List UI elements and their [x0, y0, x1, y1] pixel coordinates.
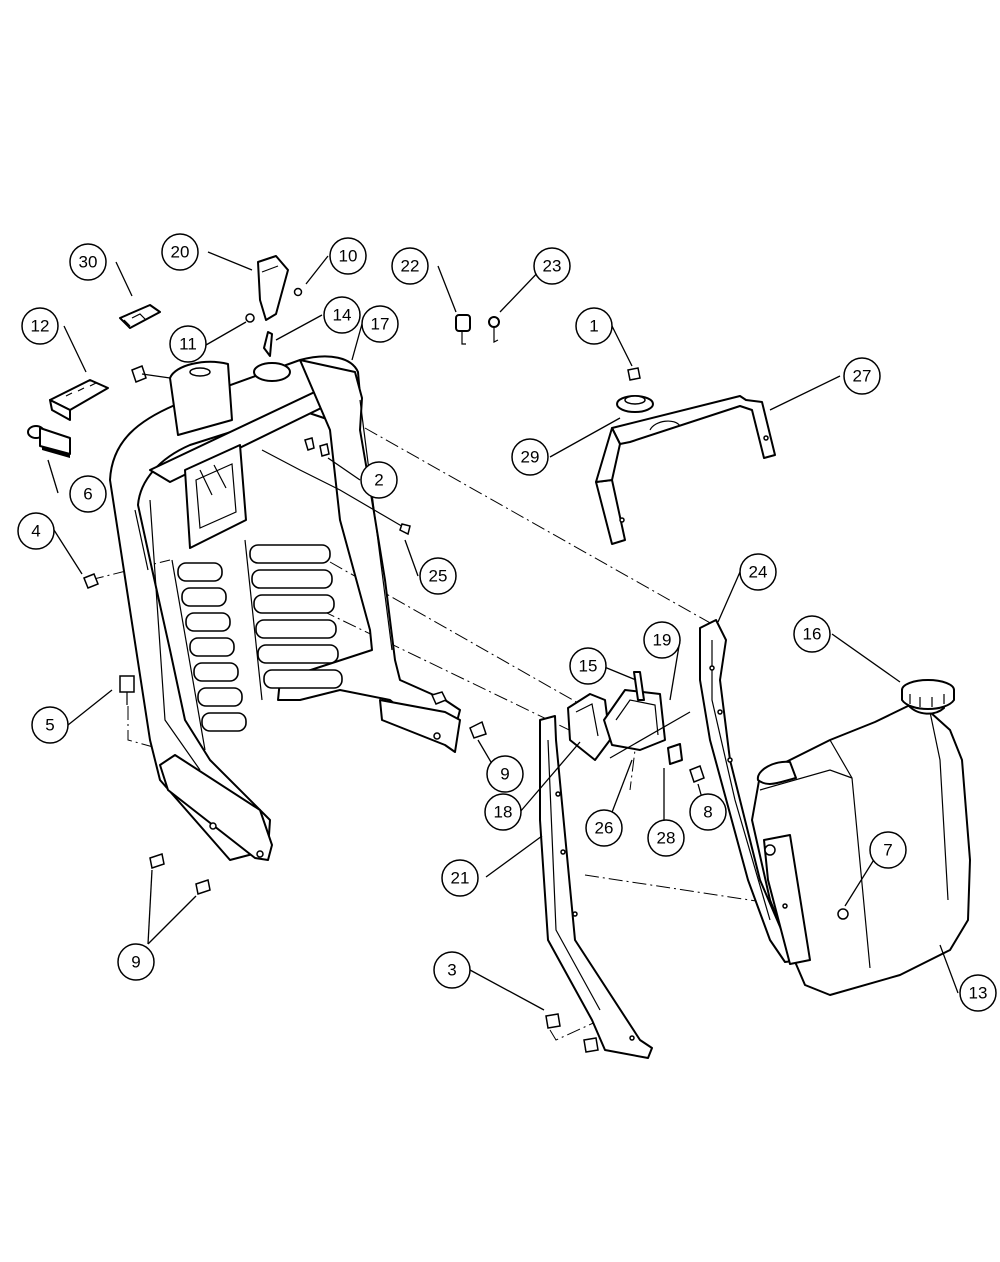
svg-text:26: 26	[595, 819, 614, 838]
callout-balloon: 27	[843, 357, 881, 395]
svg-text:9: 9	[131, 953, 140, 972]
svg-text:25: 25	[429, 567, 448, 586]
svg-text:22: 22	[401, 257, 420, 276]
callout-balloon: 9	[486, 755, 524, 793]
bolt-4	[83, 573, 99, 589]
svg-text:12: 12	[31, 317, 50, 336]
left-grille	[177, 562, 247, 732]
callout-balloon: 21	[441, 859, 479, 897]
svg-text:1: 1	[589, 317, 598, 336]
callout-balloon: 30	[69, 243, 107, 281]
key-22	[455, 314, 471, 345]
drain-7	[837, 908, 849, 920]
callout-balloon: 8	[689, 793, 727, 831]
pin-15	[633, 671, 645, 701]
callout-balloon: 2	[360, 461, 398, 499]
svg-text:4: 4	[31, 522, 40, 541]
callout-balloon: 28	[647, 819, 685, 857]
svg-text:16: 16	[803, 625, 822, 644]
svg-text:28: 28	[657, 829, 676, 848]
bolts-2	[304, 437, 330, 457]
fuel-tank-13	[751, 685, 971, 996]
rod-26	[609, 711, 691, 759]
bolt-8	[689, 765, 705, 783]
callout-balloon: 9	[117, 943, 155, 981]
callout-balloon: 4	[17, 512, 55, 550]
rail-21	[539, 715, 653, 1059]
cable-25	[261, 449, 411, 536]
svg-text:9: 9	[500, 765, 509, 784]
rod-14	[263, 331, 273, 357]
bracket-27	[595, 395, 776, 545]
callout-balloon: 10	[329, 237, 367, 275]
svg-text:20: 20	[171, 243, 190, 262]
callout-balloon: 23	[533, 247, 571, 285]
callout-balloon: 3	[433, 951, 471, 989]
callout-balloon: 24	[739, 553, 777, 591]
switch-12	[49, 379, 109, 421]
bracket-19	[603, 689, 666, 751]
callout-balloon: 29	[511, 438, 549, 476]
callout-balloon: 7	[869, 831, 907, 869]
bracket-18	[567, 693, 611, 761]
svg-text:21: 21	[451, 869, 470, 888]
svg-text:11: 11	[179, 335, 197, 354]
callout-balloon: 11	[169, 325, 207, 363]
svg-text:17: 17	[371, 315, 390, 334]
svg-text:3: 3	[447, 961, 456, 980]
svg-text:30: 30	[79, 253, 98, 272]
right-grille	[249, 544, 343, 689]
svg-text:6: 6	[83, 485, 92, 504]
callout-balloon: 6	[69, 475, 107, 513]
callout-balloon: 17	[361, 305, 399, 343]
svg-text:15: 15	[579, 657, 598, 676]
svg-text:24: 24	[749, 563, 768, 582]
callout-balloon: 25	[419, 557, 457, 595]
svg-text:2: 2	[374, 471, 383, 490]
plate-28	[667, 743, 683, 765]
bolt-9-mid	[469, 720, 487, 739]
callout-balloon: 16	[793, 615, 831, 653]
leader-lines	[47, 251, 959, 1011]
bracket-30	[119, 304, 161, 329]
svg-text:18: 18	[494, 803, 513, 822]
callout-balloon: 15	[569, 647, 607, 685]
fuel-cap-16	[901, 679, 955, 710]
handle-20	[257, 255, 289, 321]
svg-text:23: 23	[543, 257, 562, 276]
bolt-5	[119, 675, 135, 705]
callout-balloon: 22	[391, 247, 429, 285]
svg-text:14: 14	[333, 306, 352, 325]
svg-text:8: 8	[703, 803, 712, 822]
screw-10	[293, 287, 303, 297]
svg-text:5: 5	[45, 716, 54, 735]
callout-balloon: 14	[323, 296, 361, 334]
svg-text:13: 13	[969, 984, 988, 1003]
hood-console-part	[109, 355, 461, 861]
svg-text:10: 10	[339, 247, 358, 266]
callout-balloon: 26	[585, 809, 623, 847]
grommet-29	[616, 395, 654, 413]
screw-1	[627, 367, 641, 381]
svg-text:19: 19	[653, 631, 672, 650]
switch-6	[27, 425, 71, 458]
svg-text:29: 29	[521, 448, 540, 467]
svg-text:27: 27	[853, 367, 872, 386]
svg-text:7: 7	[883, 841, 892, 860]
callout-balloon: 13	[959, 974, 997, 1012]
callout-balloon: 19	[643, 621, 681, 659]
key-23	[488, 316, 500, 343]
callout-balloon: 12	[21, 307, 59, 345]
callout-balloon: 5	[31, 706, 69, 744]
callout-balloon: 1	[575, 307, 613, 345]
bolts-9-left	[149, 853, 211, 895]
callout-balloon: 20	[161, 233, 199, 271]
callout-balloon: 18	[484, 793, 522, 831]
nut-11	[245, 313, 255, 323]
